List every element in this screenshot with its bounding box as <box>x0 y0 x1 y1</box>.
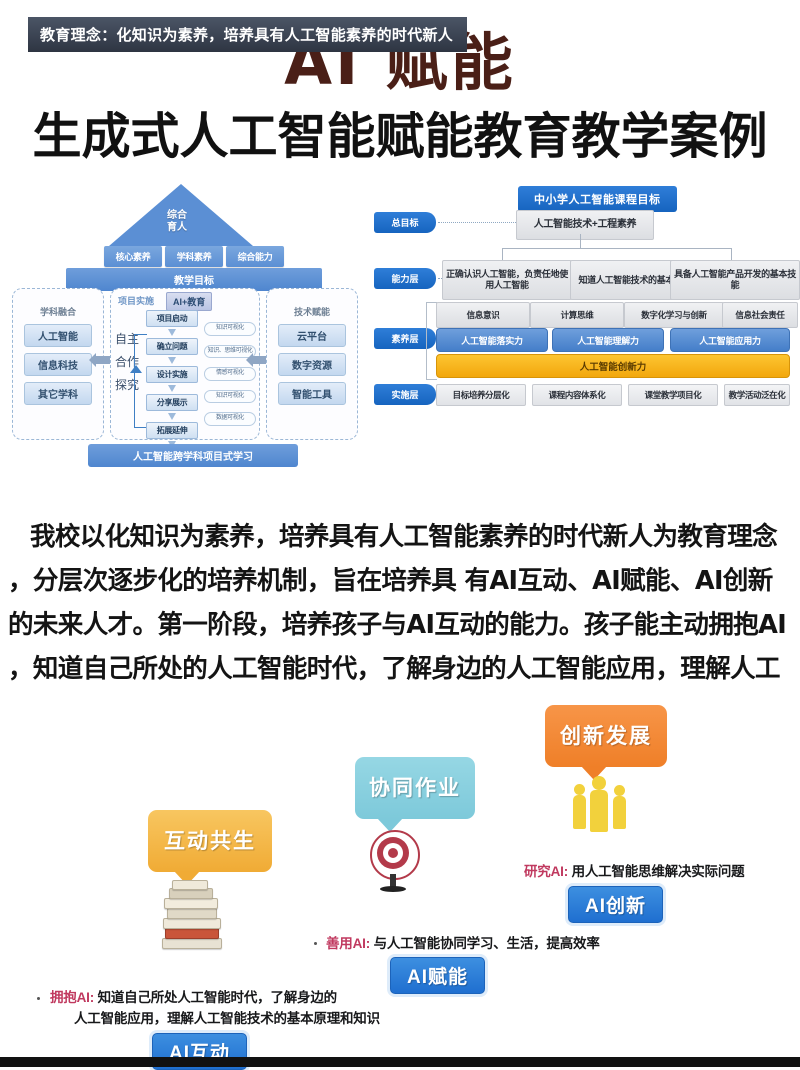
highlight-ability-box: 人工智能创新力 <box>436 354 790 378</box>
double-arrow-left-icon <box>89 353 117 367</box>
bullet-0 <box>37 997 40 1000</box>
badge-ai-innovation: AI创新 <box>568 886 664 923</box>
panel-middle-title: 项目实施 <box>118 296 155 306</box>
visualization-2: 情感可视化 <box>204 367 256 381</box>
note-text-1a: 与人工智能协同学习、生活，提高效率 <box>373 936 600 951</box>
books-stack-icon <box>160 880 222 954</box>
body-paragraph: 我校以化知识为素养，培养具有人工智能素养的时代新人为教育理念 ，分层次逐步化的培… <box>0 516 800 691</box>
target-dartboard-icon <box>370 830 420 892</box>
subject-chip-1: 信息科技 <box>24 353 92 376</box>
diagram-interdisciplinary-pbl: 综合 育人 核心素养 学科素养 综合能力 教学目标 学科融合 人工智能 信息科技… <box>6 182 362 467</box>
layer-label-0: 总目标 <box>374 212 436 233</box>
tech-chip-1: 数字资源 <box>278 353 346 376</box>
paragraph-line-1: ，分层次逐步化的培养机制，旨在培养具 有AI互动、AI赋能、AI创新 <box>8 565 773 596</box>
subject-chip-0: 人工智能 <box>24 324 92 347</box>
bottom-black-bar <box>0 1057 800 1067</box>
flow-step-0: 项目启动 <box>146 310 198 336</box>
layer-label-3: 实施层 <box>374 384 436 405</box>
capability-row: 核心素养 学科素养 综合能力 <box>104 246 284 267</box>
note-text-2a: 用人工智能思维解决实际问题 <box>571 864 745 879</box>
capability-box-0: 核心素养 <box>104 246 162 267</box>
note-step-0: 拥抱AI: 知道自己所处人工智能时代，了解身边的 人工智能应用，理解人工智能技术… <box>50 988 450 1030</box>
layer-label-2: 素养层 <box>374 328 436 349</box>
subject-chip-2: 其它学科 <box>24 382 92 405</box>
literacy-item-3: 信息社会责任 <box>722 302 798 328</box>
inquiry-word-0: 自主 <box>114 332 139 346</box>
diagram-strip: 综合 育人 核心素养 学科素养 综合能力 教学目标 学科融合 人工智能 信息科技… <box>0 180 800 467</box>
note-step-1: 善用AI: 与人工智能协同学习、生活，提高效率 <box>326 934 746 955</box>
tech-chip-0: 云平台 <box>278 324 346 347</box>
bubble-innovation-development: 创新发展 <box>545 705 667 780</box>
implementation-item-1: 课程内容体系化 <box>532 384 622 406</box>
curriculum-title: 中小学人工智能课程目标 <box>518 186 677 212</box>
visualization-3: 知识可视化 <box>204 389 256 403</box>
note-key-2: 研究AI: <box>524 864 568 879</box>
flow-step-3: 分享展示 <box>146 394 198 420</box>
visualization-0: 知识可视化 <box>204 322 256 336</box>
tree-stem <box>580 234 581 248</box>
bubble-collaborative-work: 协同作业 <box>355 757 475 832</box>
visualization-4: 数据可视化 <box>204 412 256 426</box>
feedback-loop-arrow-icon <box>130 334 147 428</box>
note-step-2: 研究AI: 用人工智能思维解决实际问题 <box>524 862 794 883</box>
connector-dotted-0 <box>438 222 516 223</box>
bubble-label-0: 互动共生 <box>164 829 256 853</box>
capability-item-0: 正确认识人工智能，负责任地使用人工智能 <box>442 260 572 300</box>
bubble-label-1: 协同作业 <box>369 776 461 800</box>
diagram-left-footer-bar: 人工智能跨学科项目式学习 <box>88 444 298 467</box>
teaching-goal-bar: 教学目标 <box>66 268 322 291</box>
badge-ai-empowerment: AI赋能 <box>390 957 486 994</box>
capability-box-2: 综合能力 <box>226 246 284 267</box>
core-ability-2: 人工智能应用力 <box>670 328 790 352</box>
ai-education-tag: AI+教育 <box>166 292 213 311</box>
flow-step-2: 设计实施 <box>146 366 198 392</box>
implementation-item-0: 目标培养分层化 <box>436 384 526 406</box>
pyramid-label-line1: 综合 <box>167 210 187 221</box>
literacy-item-1: 计算思维 <box>530 302 624 328</box>
visualization-1: 知识、思维可视化 <box>204 344 256 358</box>
note-text-0a: 知道自己所处人工智能时代，了解身边的 <box>97 990 338 1005</box>
page-subtitle: 生成式人工智能赋能教育教学案例 <box>32 108 768 166</box>
infographic-banner: 教育理念：化知识为素养，培养具有人工智能素养的时代新人 <box>28 17 468 52</box>
core-ability-1: 人工智能理解力 <box>552 328 664 352</box>
panel-subject-integration: 学科融合 人工智能 信息科技 其它学科 <box>12 288 104 440</box>
tech-chip-2: 智能工具 <box>278 382 346 405</box>
inquiry-word-2: 探究 <box>114 377 139 392</box>
literacy-item-0: 信息意识 <box>436 302 530 328</box>
layer-label-1: 能力层 <box>374 268 436 289</box>
panel-tech-title: 技术赋能 <box>293 307 330 317</box>
panel-technology-empowerment: 技术赋能 云平台 数字资源 智能工具 <box>266 288 358 440</box>
overall-goal-box: 人工智能技术+工程素养 <box>516 210 654 240</box>
note-text-0b: 人工智能应用，理解人工智能技术的基本原理和知识 <box>74 1010 380 1026</box>
implementation-item-3: 教学活动泛在化 <box>724 384 790 406</box>
pyramid-shape <box>109 184 253 246</box>
literacy-brace <box>426 302 437 380</box>
paragraph-line-2: 的未来人才。第一阶段，培养孩子与AI互动的能力。孩子能主动拥抱AI <box>8 609 787 640</box>
capability-box-1: 学科素养 <box>165 246 223 267</box>
flow-step-4: 拓展延伸 <box>146 422 198 448</box>
paragraph-line-0: 我校以化知识为素养，培养具有人工智能素养的时代新人为教育理念 <box>30 522 778 552</box>
tree-branch <box>502 248 732 261</box>
people-group-icon <box>570 772 632 834</box>
core-ability-0: 人工智能落实力 <box>436 328 548 352</box>
bubble-label-2: 创新发展 <box>560 724 652 748</box>
panel-subject-title: 学科融合 <box>39 307 76 317</box>
note-key-0: 拥抱AI: <box>50 990 94 1005</box>
double-arrow-right-icon <box>246 353 274 367</box>
bubble-interaction-symbiosis: 互动共生 <box>148 810 272 885</box>
pyramid-label: 综合 育人 <box>145 210 209 233</box>
note-key-1: 善用AI: <box>326 936 370 951</box>
diagram-ai-curriculum-goals: 中小学人工智能课程目标 总目标 能力层 素养层 实施层 人工智能技术+工程素养 … <box>370 180 800 465</box>
bullet-1 <box>314 942 317 945</box>
implementation-item-2: 课堂教学项目化 <box>628 384 718 406</box>
pyramid-label-line2: 育人 <box>167 221 187 233</box>
project-flow: 项目启动 确立问题 设计实施 分享展示 拓展延伸 评价反思 <box>146 310 198 478</box>
flow-step-1: 确立问题 <box>146 338 198 364</box>
paragraph-line-3: ，知道自己所处的人工智能时代，了解身边的人工智能应用，理解人工 <box>8 653 781 684</box>
capability-item-2: 具备人工智能产品开发的基本技能 <box>670 260 800 300</box>
visualization-list: 知识可视化 知识、思维可视化 情感可视化 知识可视化 数据可视化 <box>204 322 256 435</box>
literacy-item-2: 数字化学习与创新 <box>624 302 724 328</box>
